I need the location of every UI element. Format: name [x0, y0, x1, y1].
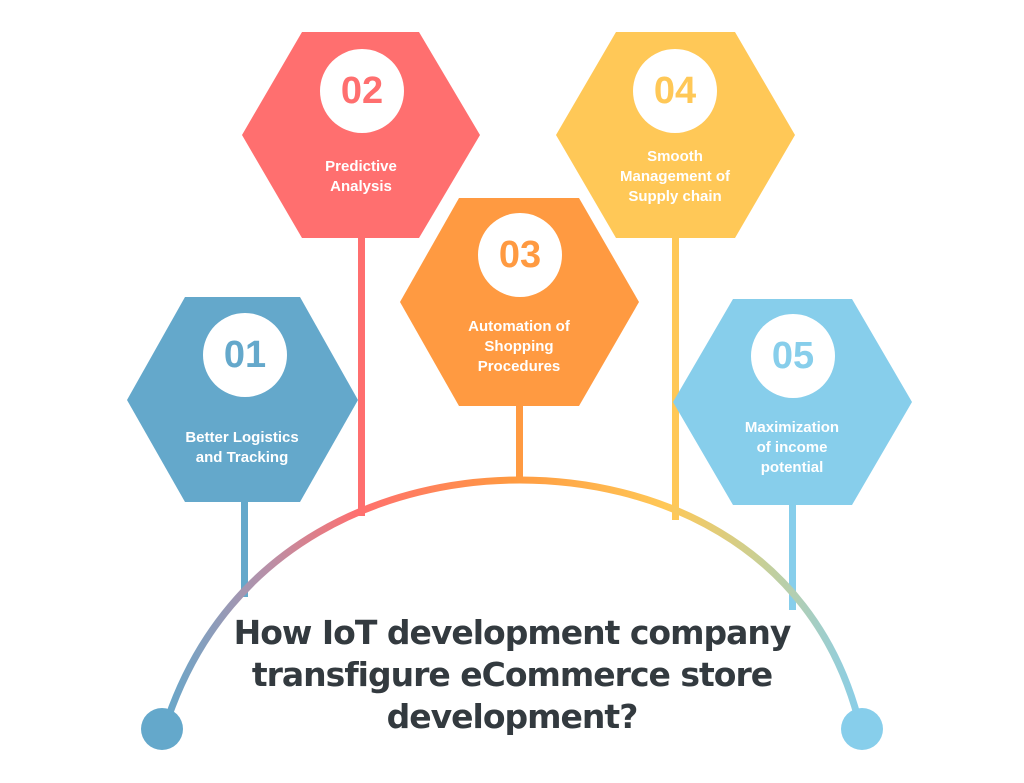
arc-end-dot-right	[841, 708, 883, 750]
step-label-03: Automation of Shopping Procedures	[468, 318, 570, 375]
step-number-01: 01	[203, 313, 287, 397]
stem-04	[672, 238, 679, 520]
step-number-04: 04	[633, 49, 717, 133]
stem-02	[358, 238, 365, 516]
arc-end-dot-left	[141, 708, 183, 750]
hexagon-05	[673, 299, 912, 505]
step-number-05: 05	[751, 314, 835, 398]
hexagon-04	[556, 32, 795, 238]
step-label-01: Better Logistics and Tracking	[185, 429, 299, 466]
gradient-arc	[164, 476, 862, 722]
stem-05	[789, 500, 796, 610]
step-label-05: Maximization of income potential	[744, 419, 840, 476]
stem-03	[516, 404, 523, 482]
step-number-03: 03	[478, 213, 562, 297]
step-label-02: Predictive Analysis	[325, 158, 397, 195]
diagram-title: How IoT development company transfigure …	[233, 613, 792, 736]
hexagon-03	[400, 198, 639, 406]
step-label-04: Smooth Management of Supply chain	[619, 148, 730, 205]
step-number-02: 02	[320, 49, 404, 133]
stem-01	[241, 500, 248, 597]
hexagon-01	[127, 297, 358, 502]
hexagon-02	[242, 32, 480, 238]
